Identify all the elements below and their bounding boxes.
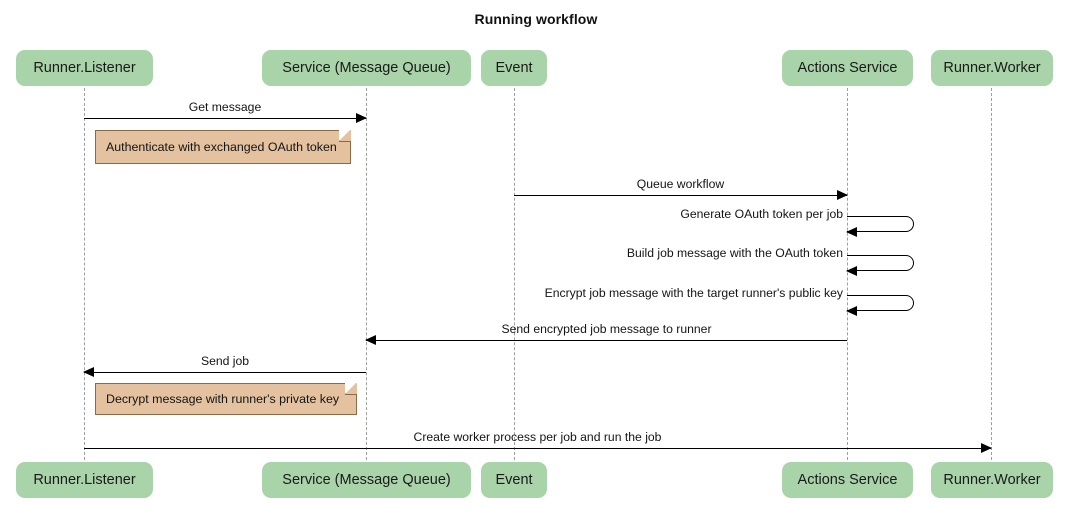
participant-header-runner-worker[interactable]: Runner.Worker <box>931 50 1053 86</box>
note-authenticate-note: Authenticate with exchanged OAuth token <box>95 129 351 164</box>
participant-header-event[interactable]: Event <box>481 50 547 86</box>
self-message-label: Build job message with the OAuth token <box>626 246 843 260</box>
arrow-head-icon <box>837 189 848 200</box>
self-message-generate-oauth-token: Generate OAuth token per job <box>680 207 914 237</box>
message-label: Send encrypted job message to runner <box>501 322 712 336</box>
arrow-shaft <box>84 372 366 373</box>
self-message-label: Generate OAuth token per job <box>680 207 843 221</box>
arrow-head-icon <box>846 226 857 237</box>
participant-footer-event[interactable]: Event <box>481 462 547 498</box>
lifeline-runner-listener <box>84 88 85 460</box>
message-label: Queue workflow <box>636 177 725 191</box>
participant-footer-actions-service[interactable]: Actions Service <box>782 462 913 498</box>
self-message-encrypt-job-message: Encrypt job message with the target runn… <box>545 286 914 316</box>
participant-footer-runner-listener[interactable]: Runner.Listener <box>16 462 153 498</box>
self-loop-path <box>847 255 914 271</box>
participant-footer-service-mq[interactable]: Service (Message Queue) <box>262 462 471 498</box>
note-label: Authenticate with exchanged OAuth token <box>106 140 337 154</box>
lifeline-runner-worker <box>991 88 992 460</box>
message-label: Send job <box>200 354 250 368</box>
participant-header-service-mq[interactable]: Service (Message Queue) <box>262 50 471 86</box>
self-loop-path <box>847 295 914 311</box>
participant-header-actions-service[interactable]: Actions Service <box>782 50 913 86</box>
note-decrypt-note: Decrypt message with runner's private ke… <box>95 382 357 415</box>
arrow-head-icon <box>356 112 367 123</box>
note-fold-corner-icon <box>345 382 357 395</box>
arrow-shaft <box>84 448 991 449</box>
arrow-shaft <box>84 118 366 119</box>
arrow-head-icon <box>846 265 857 276</box>
arrow-head-icon <box>365 334 376 345</box>
message-label: Get message <box>188 100 262 114</box>
lifeline-service-mq <box>366 88 367 460</box>
self-loop-path <box>847 216 914 232</box>
page-title: Running workflow <box>474 11 598 27</box>
arrow-shaft <box>514 195 847 196</box>
participant-header-runner-listener[interactable]: Runner.Listener <box>16 50 153 86</box>
arrow-head-icon <box>846 305 857 316</box>
self-message-label: Encrypt job message with the target runn… <box>544 286 843 300</box>
participant-footer-runner-worker[interactable]: Runner.Worker <box>931 462 1053 498</box>
note-fold-corner-icon <box>339 129 351 142</box>
message-label: Create worker process per job and run th… <box>413 430 662 444</box>
lifeline-event <box>514 88 515 460</box>
note-label: Decrypt message with runner's private ke… <box>106 392 340 406</box>
arrow-shaft <box>366 340 847 341</box>
arrow-head-icon <box>981 442 992 453</box>
arrow-head-icon <box>83 366 94 377</box>
self-message-build-job-message: Build job message with the OAuth token <box>627 246 914 276</box>
